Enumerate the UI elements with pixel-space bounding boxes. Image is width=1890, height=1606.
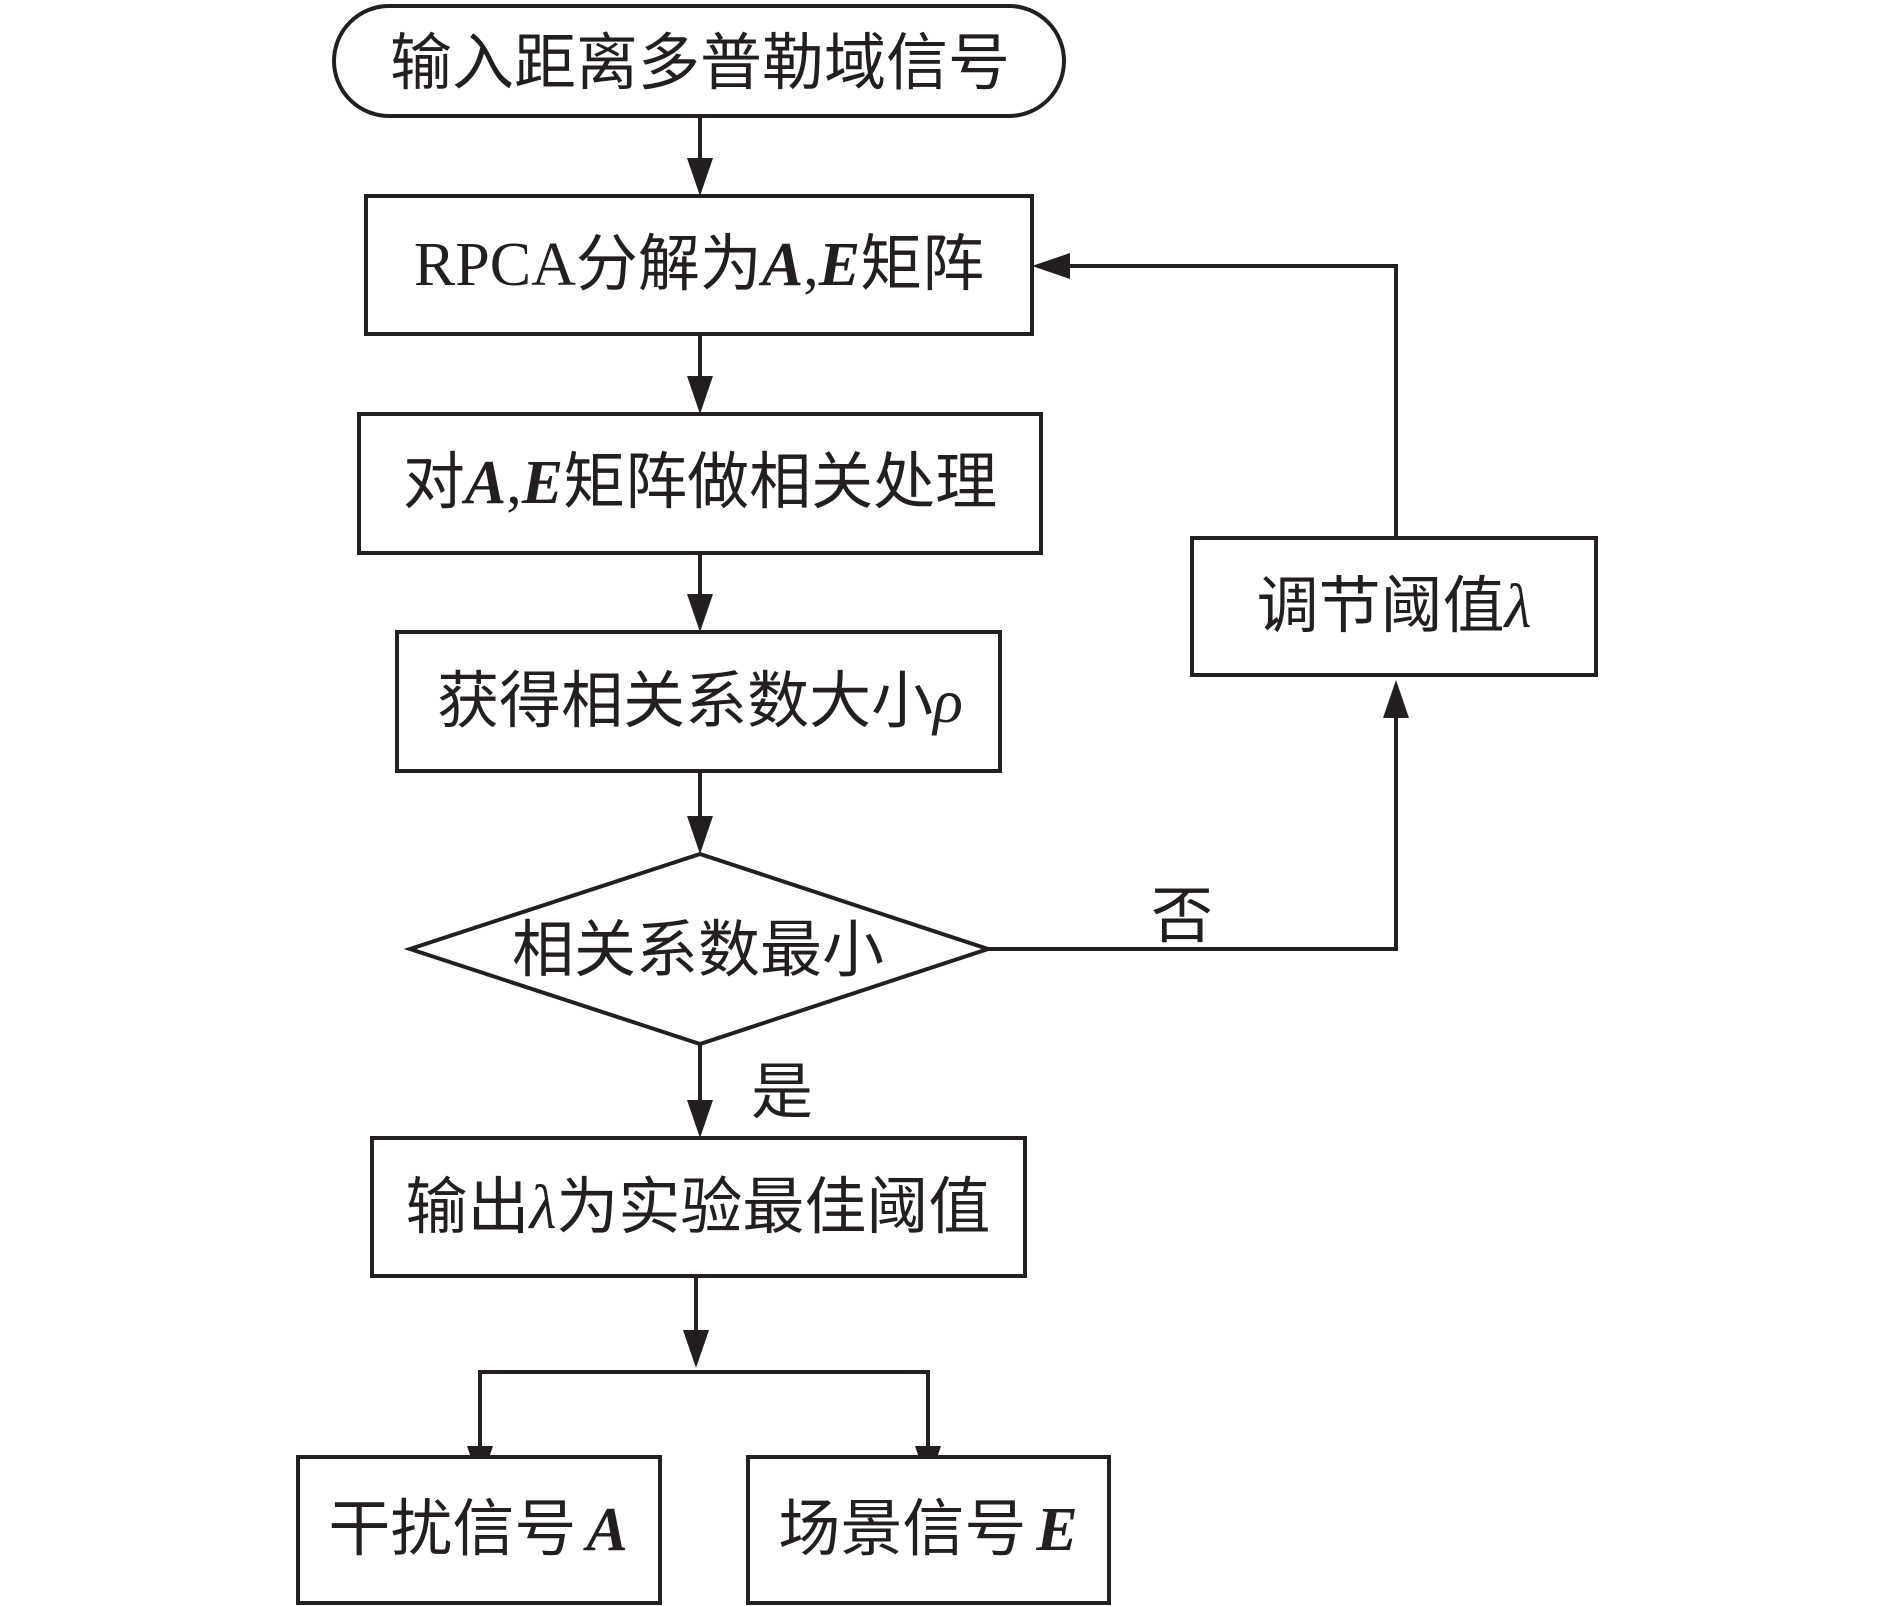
- node-decision: 相关系数最小: [403, 851, 995, 1047]
- adjust-label: 调节阈值λ: [1257, 569, 1532, 642]
- edge-split-branch: [478, 1370, 930, 1456]
- interference-box: [296, 1455, 662, 1605]
- decision-label: 相关系数最小: [512, 913, 884, 986]
- output-label: 输出λ为实验最佳阈值: [406, 1170, 991, 1243]
- arrowhead-rpca: [687, 158, 713, 196]
- coefficient-label: 获得相关系数大小ρ: [437, 664, 963, 737]
- arrowhead-corr: [687, 376, 713, 414]
- rpca-box: [364, 194, 1034, 336]
- arrowhead-output: [687, 1100, 713, 1138]
- coefficient-box: [395, 630, 1002, 773]
- adjust-box: [1190, 536, 1598, 677]
- arrowhead-loop: [1032, 253, 1070, 279]
- node-output: 输出λ为实验最佳阈值: [370, 1136, 1027, 1278]
- node-adjust: 调节阈值λ: [1190, 536, 1598, 677]
- rpca-label: RPCA分解为A,E矩阵: [414, 227, 984, 300]
- correlation-box: [357, 412, 1043, 555]
- scene-box: [746, 1455, 1111, 1605]
- output-box: [370, 1136, 1027, 1278]
- decision-diamond: [403, 851, 995, 1047]
- edge-label-yes: 是: [751, 1055, 813, 1128]
- arrowhead-coef: [687, 594, 713, 632]
- node-correlation: 对A,E矩阵做相关处理: [357, 412, 1043, 555]
- correlation-label: 对A,E矩阵做相关处理: [403, 445, 997, 518]
- arrowhead-split: [683, 1330, 709, 1368]
- edge-decision-to-adjust: [988, 708, 1398, 951]
- edge-label-no: 否: [1151, 879, 1213, 952]
- node-rpca: RPCA分解为A,E矩阵: [364, 194, 1034, 336]
- edge-adjust-to-rpca: [1060, 264, 1398, 538]
- arrowhead-decision: [687, 816, 713, 854]
- arrowhead-adjust: [1383, 680, 1409, 718]
- node-start: 输入距离多普勒域信号: [332, 4, 1066, 118]
- start-label: 输入距离多普勒域信号: [390, 26, 1010, 99]
- start-terminator: [332, 4, 1066, 118]
- node-coefficient: 获得相关系数大小ρ: [395, 630, 1002, 773]
